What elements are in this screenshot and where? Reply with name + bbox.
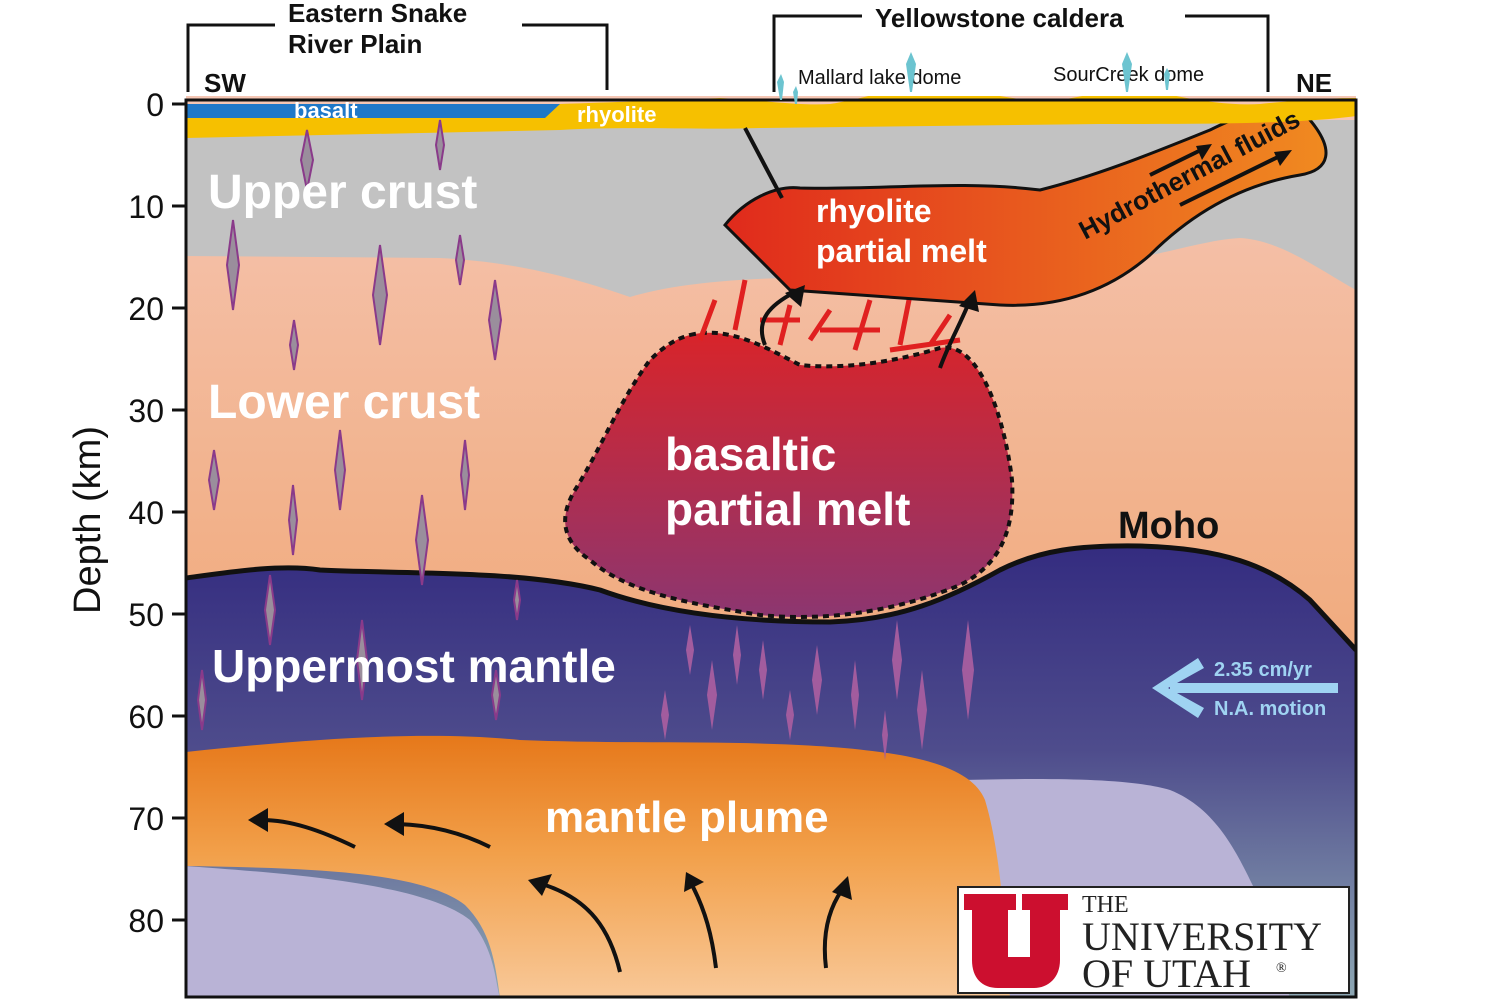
rhyolite-partial-melt-body (722, 107, 1328, 307)
axis-label: Depth (km) (67, 426, 109, 614)
lower-crust-label: Lower crust (208, 376, 480, 429)
logo-the: THE (1082, 892, 1129, 918)
melt-lenses (196, 119, 522, 731)
tick-label: 40 (128, 495, 164, 531)
tick-label: 80 (128, 903, 164, 939)
basaltic-melt-label-1: basaltic (665, 428, 836, 480)
eastern-snake-label-2: River Plain (288, 29, 422, 59)
yellowstone-caldera-label: Yellowstone caldera (875, 3, 1124, 33)
logo-university: UNIVERSITY (1082, 914, 1322, 959)
eastern-snake-label-1: Eastern Snake (288, 0, 467, 28)
mantle-melt-lenses (661, 620, 974, 760)
lavender-region-left (186, 866, 500, 998)
tick-label: 0 (146, 87, 164, 123)
basalt-surface-layer (186, 104, 560, 118)
na-motion-arrow (1152, 658, 1338, 718)
geyser-icons (777, 52, 1170, 104)
moho-line (186, 543, 1356, 652)
melt-dikes (697, 279, 961, 353)
moho-label: Moho (1118, 505, 1219, 547)
motion-label: N.A. motion (1214, 698, 1326, 720)
university-of-utah-logo: THE UNIVERSITY OF UTAH ® (957, 886, 1350, 996)
tick-label: 50 (128, 597, 164, 633)
block-u-icon (964, 894, 1068, 988)
depth-axis (172, 102, 186, 922)
basaltic-partial-melt-body (563, 330, 1015, 619)
upper-crust-label: Upper crust (208, 166, 477, 219)
tick-label: 20 (128, 291, 164, 327)
rhyolite-melt-label-1: rhyolite (816, 193, 932, 229)
basaltic-melt-label-2: partial melt (665, 483, 910, 535)
mallard-lake-dome-label: Mallard lake dome (798, 67, 961, 89)
plot-frame (184, 98, 1358, 999)
ne-label: NE (1296, 68, 1332, 98)
basalt-label: basalt (294, 98, 358, 123)
tick-label: 70 (128, 801, 164, 837)
tick-label: 60 (128, 699, 164, 735)
logo-of-utah: OF UTAH (1082, 951, 1251, 996)
arrow-heads (248, 144, 1292, 900)
mantle-plume-region (186, 735, 1010, 998)
rhyolite-melt-label-2: partial melt (816, 233, 987, 269)
motion-rate-label: 2.35 cm/yr (1214, 659, 1312, 681)
tick-label: 30 (128, 393, 164, 429)
rhyolite-label: rhyolite (577, 102, 656, 127)
uppermost-mantle-label: Uppermost mantle (212, 640, 616, 692)
logo-registered-mark: ® (1276, 961, 1287, 976)
mantle-plume-label: mantle plume (545, 793, 829, 842)
tick-label: 10 (128, 189, 164, 225)
region-brackets (186, 14, 1270, 92)
sw-label: SW (204, 68, 246, 98)
